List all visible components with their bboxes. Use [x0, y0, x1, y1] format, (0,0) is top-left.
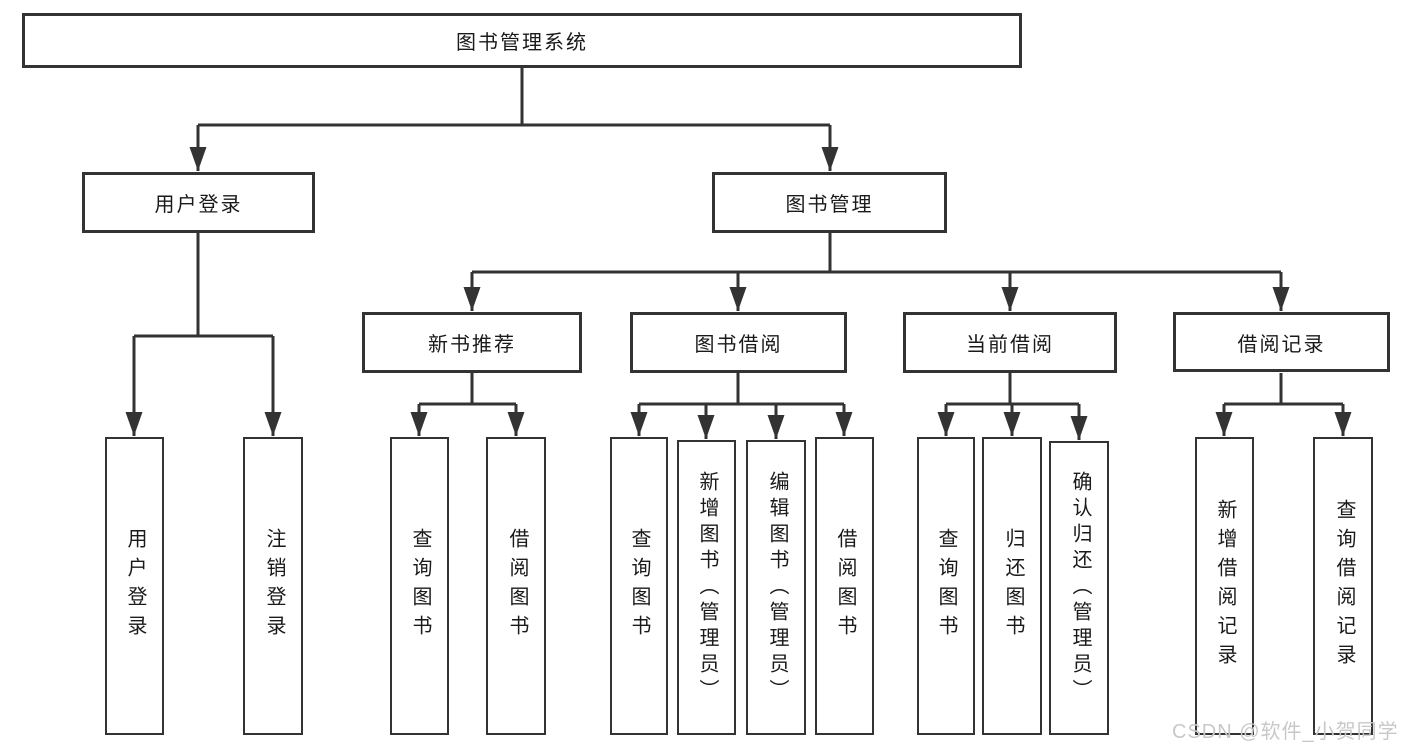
node-book-management: 图书管理 — [712, 172, 947, 233]
node-leaf-return-books: 归还图书 — [982, 437, 1042, 735]
node-leaf-logout: 注销登录 — [243, 437, 303, 735]
node-leaf-confirm-return-admin: 确认归还（管理员） — [1049, 441, 1109, 735]
node-current-borrowing: 当前借阅 — [903, 312, 1117, 373]
node-book-management-system: 图书管理系统 — [22, 13, 1022, 68]
node-leaf-user-login: 用户登录 — [105, 437, 164, 735]
node-user-login: 用户登录 — [82, 172, 315, 233]
node-leaf-borrow-books-2: 借阅图书 — [815, 437, 874, 735]
node-leaf-query-books-2: 查询图书 — [610, 437, 668, 735]
node-leaf-query-borrow-record: 查询借阅记录 — [1313, 437, 1373, 735]
watermark: CSDN @软件_小贺同学 — [1172, 721, 1399, 743]
node-leaf-query-books-1: 查询图书 — [390, 437, 449, 735]
node-book-borrowing: 图书借阅 — [630, 312, 847, 373]
node-leaf-query-books-3: 查询图书 — [917, 437, 975, 735]
node-leaf-add-borrow-record: 新增借阅记录 — [1195, 437, 1254, 735]
node-new-book-recommend: 新书推荐 — [362, 312, 582, 373]
node-leaf-add-books-admin: 新增图书（管理员） — [677, 440, 736, 735]
node-leaf-edit-books-admin: 编辑图书（管理员） — [746, 440, 806, 735]
node-borrowing-records: 借阅记录 — [1173, 312, 1390, 372]
node-leaf-borrow-books-1: 借阅图书 — [486, 437, 546, 735]
